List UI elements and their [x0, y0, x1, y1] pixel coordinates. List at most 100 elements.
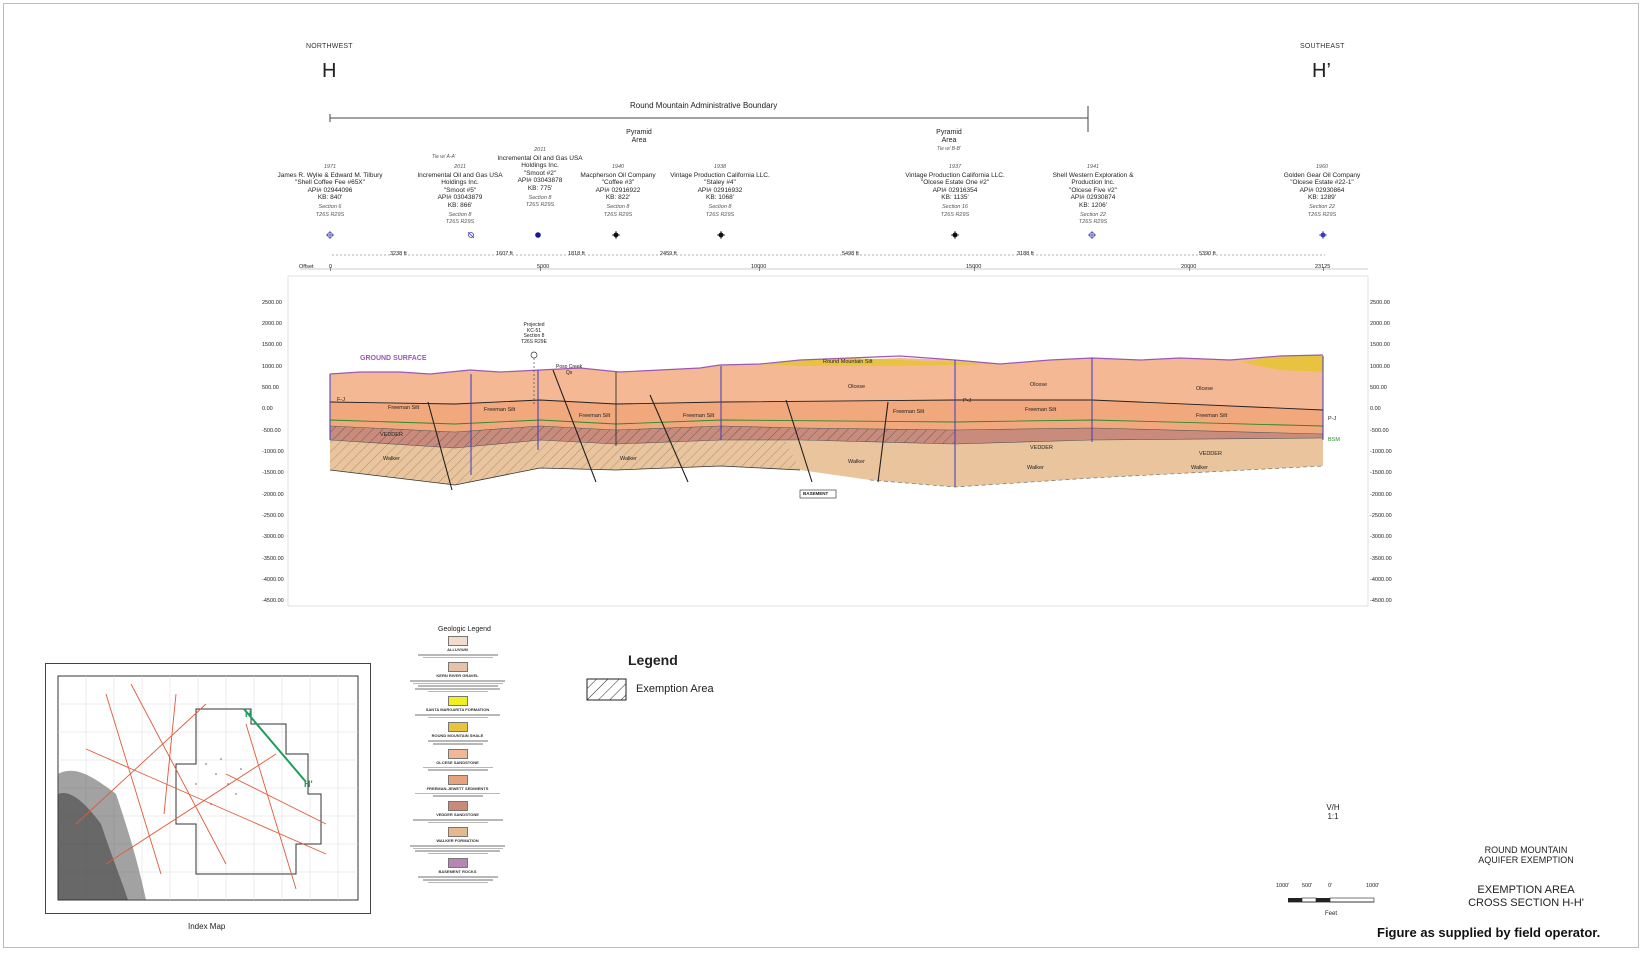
legend-swatch — [447, 722, 468, 733]
legend-swatch — [447, 662, 468, 673]
northwest-label: NORTHWEST — [306, 43, 353, 50]
well-symbol-icon — [612, 231, 620, 239]
olcese-formation — [330, 355, 1323, 410]
legend-entry: BASEMENT ROCKS — [400, 858, 515, 884]
horizon-label-fj: F-J — [337, 397, 345, 403]
bar-scale: 1000' 500' 0' 1000' Feet — [1276, 883, 1386, 917]
page-frame — [3, 3, 1639, 948]
legend-entry: SANTA MARGARITA FORMATION — [400, 696, 515, 719]
well-header: 1971 James R. Wylie & Edward M. Tilbury … — [277, 164, 383, 218]
legend-entry: ROUND MOUNTAIN SHALE — [400, 722, 515, 745]
freeman-formation — [330, 400, 1323, 434]
legend-swatch — [447, 696, 468, 707]
round-mountain-formation — [760, 358, 1000, 366]
h-left-label: H — [322, 60, 337, 82]
formation-label-olcese: Olcese — [848, 384, 866, 390]
legend-swatch — [447, 827, 468, 838]
formation-label-olcese: Olcese — [1030, 382, 1048, 388]
well-symbol-icon — [1319, 231, 1327, 239]
legend-entry: ALLUVIUM — [400, 636, 515, 659]
offset-tick: 23125 — [1315, 264, 1331, 270]
well-header: 2011 Incremental Oil and Gas USA Holding… — [497, 147, 583, 209]
legend-entry: KERN RIVER GRAVEL — [400, 662, 515, 693]
boundary-bracket — [329, 106, 1089, 132]
formation-label-freeman: Freeman Silt — [1196, 413, 1228, 419]
legend-title: Legend — [628, 652, 678, 668]
formation-label-freeman: Freeman Silt — [579, 413, 611, 419]
formation-label-vedder: VEDDER — [380, 432, 403, 438]
formation-label-vedder: VEDDER — [1030, 445, 1053, 451]
exemption-area-label: Exemption Area — [636, 683, 714, 695]
legend-swatch — [447, 800, 468, 811]
formation-label-walker: Walker — [1027, 465, 1044, 471]
section-frame — [287, 275, 1369, 607]
formation-label-walker: Walker — [848, 459, 865, 465]
index-map: H H' — [45, 663, 371, 914]
h-right-label: H’ — [1312, 60, 1331, 82]
formation-label-freeman: Freeman Silt — [388, 405, 420, 411]
formation-label-freeman: Freeman Silt — [484, 407, 516, 413]
index-map-h-label: H — [245, 709, 252, 719]
spacing-label: 1818 ft — [568, 251, 585, 257]
offset-tick: 0 — [329, 264, 333, 270]
exemption-area-hatch — [330, 426, 955, 448]
index-map-h-prime-label: H' — [304, 779, 313, 789]
well-symbol-icon — [535, 232, 541, 238]
well-symbol-icon — [1088, 231, 1096, 239]
formation-label-round-mountain: Round Mountain Silt — [823, 359, 873, 365]
offset-tick: 5000 — [537, 264, 550, 270]
legend-swatch — [447, 748, 468, 759]
offset-tick: 10000 — [751, 264, 767, 270]
horizon-label-bsm: BSM — [1328, 437, 1340, 443]
spacing-label: 5390 ft — [1199, 251, 1216, 257]
spacing-label: 3238 ft — [390, 251, 407, 257]
bar-scale-graphic — [1288, 897, 1375, 903]
offset-tick: 20000 — [1181, 264, 1197, 270]
spacing-label: 3188 ft — [1017, 251, 1034, 257]
formation-label-walker: Walker — [383, 456, 400, 462]
legend-entry: FREEMAN-JEWETT SEDIMENTS — [400, 774, 515, 798]
boundary-label: Round Mountain Administrative Boundary — [630, 101, 778, 110]
well-header: 1937 Vintage Production California LLC. … — [905, 164, 1005, 218]
horizon-label-pj: P-J — [963, 398, 972, 404]
ground-surface-line — [329, 354, 1324, 375]
geologic-legend-title: Geologic Legend — [438, 626, 491, 633]
formation-label-vedder: VEDDER — [1199, 451, 1222, 457]
legend-entry: OLCESE SANDSTONE — [400, 748, 515, 772]
formation-label-walker: Walker — [620, 456, 637, 462]
formation-label-freeman: Freeman Silt — [893, 409, 925, 415]
geologic-legend: ALLUVIUM KERN RIVER GRAVEL SANTA MARGARI… — [400, 636, 515, 887]
well-symbol-icon — [326, 231, 334, 239]
well-header: 1938 Vintage Production California LLC. … — [670, 164, 770, 218]
well-symbol-icon — [717, 231, 725, 239]
formation-label-freeman: Freeman Silt — [683, 413, 715, 419]
southeast-label: SOUTHEAST — [1300, 43, 1345, 50]
legend-swatch — [447, 774, 468, 785]
legend-swatch — [447, 858, 468, 869]
index-map-drawing — [57, 675, 359, 901]
formation-label-freeman: Freeman Silt — [1025, 407, 1057, 413]
offset-tick: 15000 — [966, 264, 982, 270]
well-symbols — [326, 231, 1327, 239]
exemption-area-swatch — [586, 678, 627, 701]
legend-entry: VEDDER SANDSTONE — [400, 800, 515, 824]
spacing-and-offset-scale — [300, 254, 1368, 271]
title-block-top: ROUND MOUNTAIN AQUIFER EXEMPTION — [1478, 845, 1574, 865]
well-header: 1960 Golden Gear Oil Company "Olcese Est… — [1283, 164, 1361, 218]
well-header: 1941 Shell Western Exploration & Product… — [1052, 164, 1134, 226]
basement-label: BASEMENT — [803, 491, 829, 496]
well-symbol-icon — [951, 231, 959, 239]
legend-entry: WALKER FORMATION — [400, 827, 515, 855]
formation-label-olcese: Olcese — [1196, 386, 1214, 392]
round-mountain-formation-east — [1240, 355, 1323, 372]
spacing-label: 1607 ft — [496, 251, 513, 257]
footer-caption: Figure as supplied by field operator. — [1377, 925, 1601, 940]
well-header: 1940 Macpherson Oil Company "Coffee #3" … — [580, 164, 656, 218]
legend-swatch — [447, 636, 468, 646]
